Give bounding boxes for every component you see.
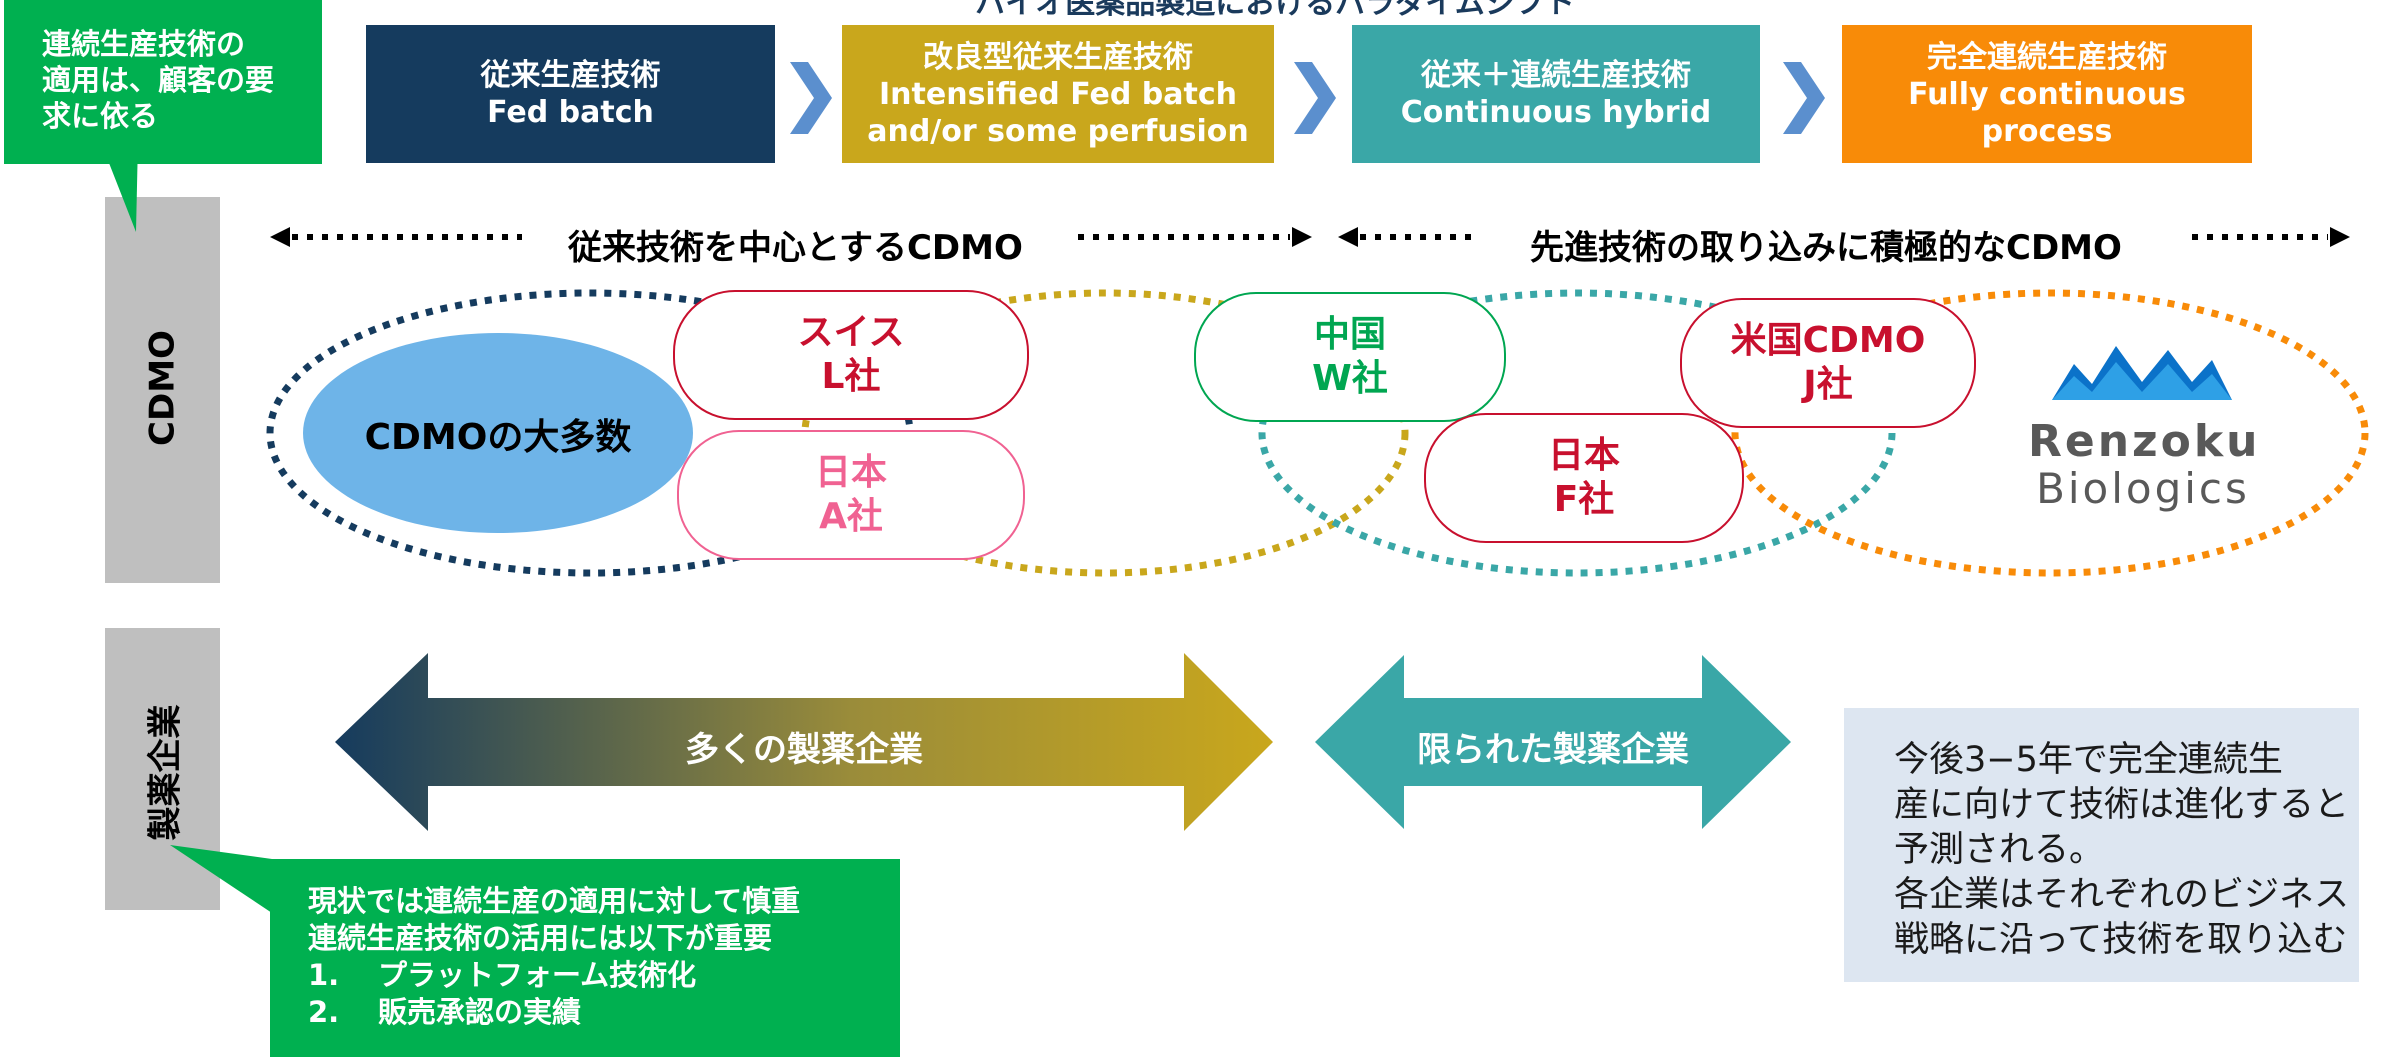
diagram-title: バイオ医薬品製造におけるパラダイムシフト bbox=[975, 0, 1575, 21]
callout-top-line1: 連続生産技術の bbox=[42, 27, 246, 61]
stage-hybrid-jp: 従来＋連続生産技術 bbox=[1420, 58, 1691, 93]
callout-bottom-item1-num: 1. bbox=[308, 958, 340, 992]
chevron-right-icon bbox=[1294, 62, 1336, 134]
stage-fed-batch-en: Fed batch bbox=[487, 95, 654, 130]
company-swiss-name: L社 bbox=[821, 356, 881, 397]
company-china-country: 中国 bbox=[1313, 314, 1386, 355]
renzoku-logo-name: Renzoku bbox=[2028, 416, 2261, 467]
company-us-country: 米国CDMO bbox=[1730, 320, 1926, 361]
forecast-note-line5: 戦略に沿って技術を取り込む bbox=[1894, 920, 2348, 960]
callout-top-line3: 求に依る bbox=[42, 99, 159, 133]
forecast-note-line4: 各企業はそれぞれのビジネス bbox=[1894, 875, 2350, 915]
stage-intensified-jp: 改良型従来生産技術 bbox=[922, 39, 1193, 75]
callout-bottom-line1: 現状では連続生産の適用に対して慎重 bbox=[308, 884, 801, 918]
callout-top: 連続生産技術の 適用は、顧客の要 求に依る bbox=[4, 0, 322, 164]
limited-pharma-label: 限られた製薬企業 bbox=[1417, 730, 1689, 770]
company-swiss-country: スイス bbox=[797, 312, 905, 353]
many-pharma-label: 多くの製薬企業 bbox=[685, 730, 923, 770]
forecast-note-line1: 今後3−5年で完全連続生 bbox=[1894, 740, 2283, 780]
company-japan-a-country: 日本 bbox=[814, 452, 887, 493]
callout-bottom-line2: 連続生産技術の活用には以下が重要 bbox=[308, 921, 773, 955]
company-japan-f-country: 日本 bbox=[1547, 435, 1620, 476]
stage-fully-continuous-en2: process bbox=[1981, 113, 2113, 149]
limited-pharma-arrow bbox=[1315, 655, 1791, 829]
callout-bottom-item2: 2. 販売承認の実績 bbox=[308, 994, 900, 1031]
forecast-note-line2: 産に向けて技術は進化すると bbox=[1894, 785, 2350, 825]
company-us-name: J社 bbox=[1803, 364, 1853, 405]
callout-bottom-item2-num: 2. bbox=[308, 995, 340, 1029]
chevron-right-icon bbox=[790, 62, 832, 134]
range-arrows bbox=[270, 227, 2350, 247]
stage-intensified-en1: Intensified Fed batch bbox=[879, 76, 1237, 112]
company-japan-a-name: A社 bbox=[819, 496, 883, 537]
company-china-name: W社 bbox=[1312, 358, 1388, 399]
chevron-right-icon bbox=[1783, 62, 1825, 134]
company-japan-f-name: F社 bbox=[1553, 479, 1615, 520]
renzoku-logo-sub: Biologics bbox=[2036, 464, 2250, 513]
callout-bottom-item1-text: プラットフォーム技術化 bbox=[378, 958, 697, 992]
range-right-label: 先進技術の取り込みに積極的なCDMO bbox=[1530, 228, 2122, 268]
renzoku-logo-mark-icon bbox=[2052, 346, 2232, 400]
forecast-note-line3: 予測される。 bbox=[1894, 830, 2105, 870]
cdmo-majority-ellipse bbox=[303, 333, 693, 533]
stage-fully-continuous-en1: Fully continuous bbox=[1908, 76, 2186, 112]
stage-intensified-en2: and/or some perfusion bbox=[867, 113, 1249, 149]
stage-fed-batch-jp: 従来生産技術 bbox=[480, 58, 661, 93]
sidebar-cdmo bbox=[105, 197, 220, 583]
callout-bottom: 現状では連続生産の適用に対して慎重 連続生産技術の活用には以下が重要 1. プラッ… bbox=[270, 859, 900, 1057]
stage-fully-continuous-jp: 完全連続生産技術 bbox=[1927, 39, 2167, 75]
callout-top-line2: 適用は、顧客の要 bbox=[42, 63, 275, 97]
range-left-label: 従来技術を中心とするCDMO bbox=[568, 228, 1023, 268]
cdmo-majority-label: CDMOの大多数 bbox=[364, 417, 632, 458]
forecast-note: 今後3−5年で完全連続生 産に向けて技術は進化すると 予測される。 各企業はそれ… bbox=[1844, 708, 2359, 982]
callout-bottom-pointer bbox=[170, 845, 272, 913]
callout-bottom-item1: 1. プラットフォーム技術化 bbox=[308, 957, 900, 994]
many-pharma-arrow bbox=[335, 653, 1273, 831]
callout-bottom-item2-text: 販売承認の実績 bbox=[378, 995, 582, 1029]
stage-hybrid-en: Continuous hybrid bbox=[1400, 95, 1712, 130]
